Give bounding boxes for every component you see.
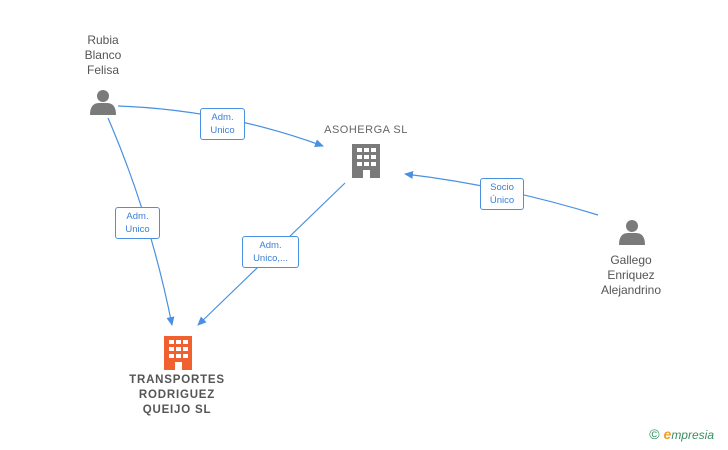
edge-label-line: Único bbox=[489, 195, 515, 206]
person-icon[interactable] bbox=[90, 90, 116, 115]
edge-label-line: Adm. bbox=[126, 211, 149, 222]
label-line: Alejandrino bbox=[600, 283, 662, 297]
label-line: Felisa bbox=[86, 63, 119, 77]
label-line: Rubia bbox=[87, 33, 119, 47]
label-line: Gallego bbox=[610, 253, 652, 267]
person-icon[interactable] bbox=[619, 220, 645, 245]
edge-label-line: Unico bbox=[125, 224, 150, 235]
label-line: TRANSPORTES bbox=[129, 374, 225, 386]
edge-label-line: Adm. bbox=[211, 112, 234, 123]
edge-label-rubia-asoherga[interactable]: Adm. Unico bbox=[200, 108, 245, 140]
edge-label-gallego-asoherga[interactable]: Socio Único bbox=[480, 178, 524, 210]
label-line: RODRIGUEZ bbox=[138, 389, 216, 401]
edge-label-line: Socio bbox=[490, 182, 514, 193]
brand-name: mpresia bbox=[671, 428, 714, 442]
edge-label-line: Adm. bbox=[259, 240, 282, 251]
node-label-transportes[interactable]: TRANSPORTES RODRIGUEZ QUEIJO SL bbox=[118, 373, 236, 418]
label-line: QUEIJO SL bbox=[142, 404, 212, 416]
edge-label-line: Unico,... bbox=[253, 253, 288, 264]
building-icon[interactable] bbox=[352, 144, 380, 178]
label-line: Blanco bbox=[84, 48, 122, 62]
brand-logo: empresia bbox=[664, 426, 714, 442]
node-label-rubia[interactable]: Rubia Blanco Felisa bbox=[73, 33, 133, 78]
brand-watermark: © empresia bbox=[649, 426, 714, 442]
node-label-gallego[interactable]: Gallego Enriquez Alejandrino bbox=[588, 253, 674, 298]
label-line: Enriquez bbox=[607, 268, 655, 282]
copyright-icon: © bbox=[649, 426, 660, 442]
edge-label-line: Unico bbox=[210, 125, 235, 136]
label-line: ASOHERGA SL bbox=[324, 124, 408, 136]
building-icon[interactable] bbox=[164, 336, 192, 370]
edge-label-asoherga-transportes[interactable]: Adm. Unico,... bbox=[242, 236, 299, 268]
node-label-asoherga[interactable]: ASOHERGA SL bbox=[306, 123, 426, 138]
edge-label-rubia-transportes[interactable]: Adm. Unico bbox=[115, 207, 160, 239]
brand-initial: e bbox=[663, 426, 672, 442]
